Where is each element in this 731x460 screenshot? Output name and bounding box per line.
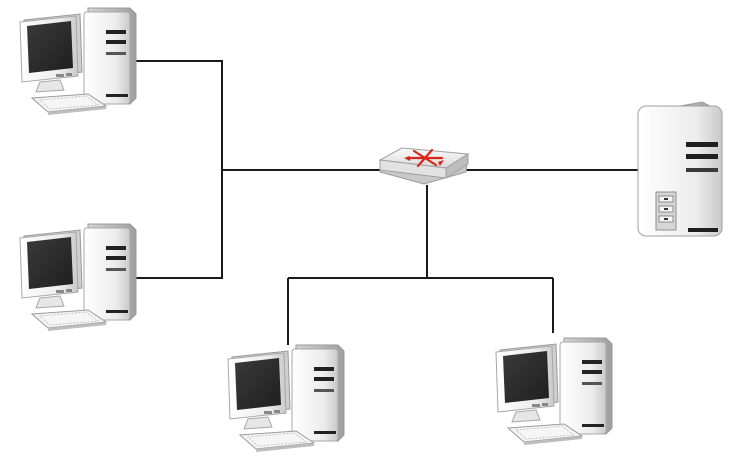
switch-cross-mark bbox=[406, 148, 444, 168]
desktop-computer-icon bbox=[227, 344, 345, 453]
desktop-computer-icon bbox=[19, 7, 137, 116]
connection-lines bbox=[133, 60, 640, 345]
desktop-computer-icon bbox=[495, 337, 613, 446]
link-top-left-pc bbox=[133, 60, 223, 170]
network-switch-icon bbox=[378, 147, 470, 185]
link-mid-left-pc bbox=[133, 170, 223, 279]
desktop-computer-icon bbox=[19, 223, 137, 332]
server-tower-icon bbox=[637, 101, 723, 237]
